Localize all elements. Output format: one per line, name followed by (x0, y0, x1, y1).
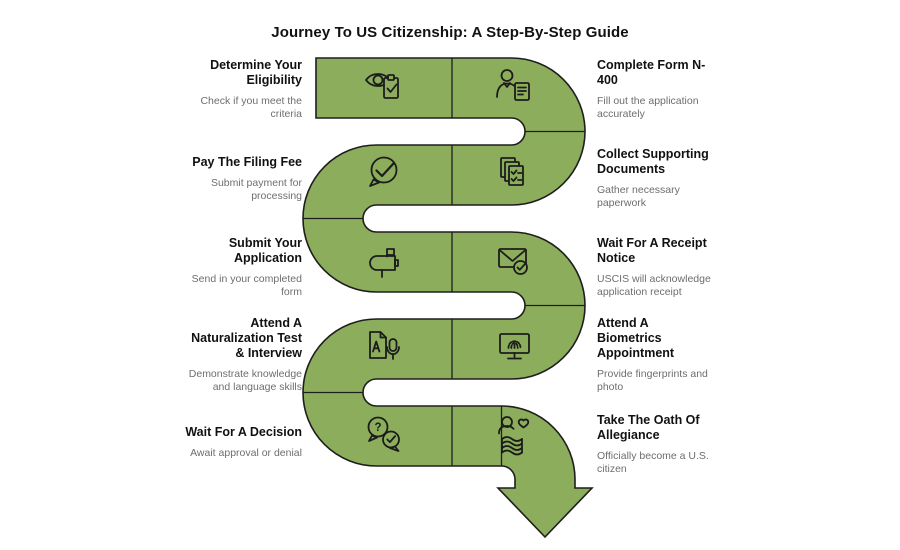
step-label-collect-documents: Collect Supporting Documents Gather nece… (597, 147, 742, 210)
step-desc: Demonstrate knowledge and language skill… (188, 368, 302, 393)
step-desc: Provide fingerprints and photo (597, 368, 708, 393)
step-label-submit-application: Submit Your Application Send in your com… (132, 236, 302, 299)
step-title: Submit Your Application (228, 236, 302, 265)
step-title: Wait For A Receipt Notice (597, 236, 707, 265)
step-title: Wait For A Decision (185, 425, 302, 439)
journey-path (302, 57, 594, 539)
step-desc: Check if you meet the criteria (200, 95, 302, 120)
step-label-pay-filing-fee: Pay The Filing Fee Submit payment for pr… (132, 155, 302, 203)
step-label-determine-eligibility: Determine Your Eligibility Check if you … (132, 58, 302, 121)
page-title: Journey To US Citizenship: A Step-By-Ste… (271, 24, 629, 41)
step-desc: Fill out the application accurately (597, 95, 699, 120)
chat-checkmark-icon (369, 156, 398, 187)
step-desc: USCIS will acknowledge application recei… (597, 273, 711, 298)
step-desc: Await approval or denial (190, 447, 302, 459)
step-title: Pay The Filing Fee (192, 155, 302, 169)
eye-checklist-icon (365, 73, 399, 99)
document-microphone-icon (369, 331, 400, 360)
chat-question-check-icon: ? (367, 416, 400, 452)
step-title: Attend A Naturalization Test & Interview (191, 316, 302, 360)
step-title: Attend A Biometrics Appointment (597, 316, 675, 360)
step-desc: Gather necessary paperwork (597, 184, 680, 209)
step-label-wait-decision: Wait For A Decision Await approval or de… (132, 425, 302, 460)
cell-dividers (303, 58, 585, 466)
document-stack-icon (500, 157, 524, 186)
step-title: Determine Your Eligibility (210, 58, 302, 87)
envelope-check-icon (498, 248, 528, 275)
step-title: Complete Form N- 400 (597, 58, 706, 87)
step-label-receipt-notice: Wait For A Receipt Notice USCIS will ack… (597, 236, 742, 299)
monitor-fingerprint-icon (499, 333, 530, 360)
person-form-icon (496, 69, 530, 101)
svg-text:?: ? (374, 422, 381, 434)
mailbox-icon (369, 248, 399, 278)
step-label-biometrics-appointment: Attend A Biometrics Appointment Provide … (597, 316, 742, 394)
step-label-naturalization-test: Attend A Naturalization Test & Interview… (132, 316, 302, 394)
step-label-complete-form-n400: Complete Form N- 400 Fill out the applic… (597, 58, 742, 121)
step-desc: Officially become a U.S. citizen (597, 450, 709, 475)
step-title: Collect Supporting Documents (597, 147, 709, 176)
step-desc: Submit payment for processing (210, 177, 302, 202)
person-heart-flag-icon (498, 416, 530, 456)
step-desc: Send in your completed form (191, 273, 302, 298)
step-title: Take The Oath Of Allegiance (597, 413, 700, 442)
step-label-oath-allegiance: Take The Oath Of Allegiance Officially b… (597, 413, 742, 476)
